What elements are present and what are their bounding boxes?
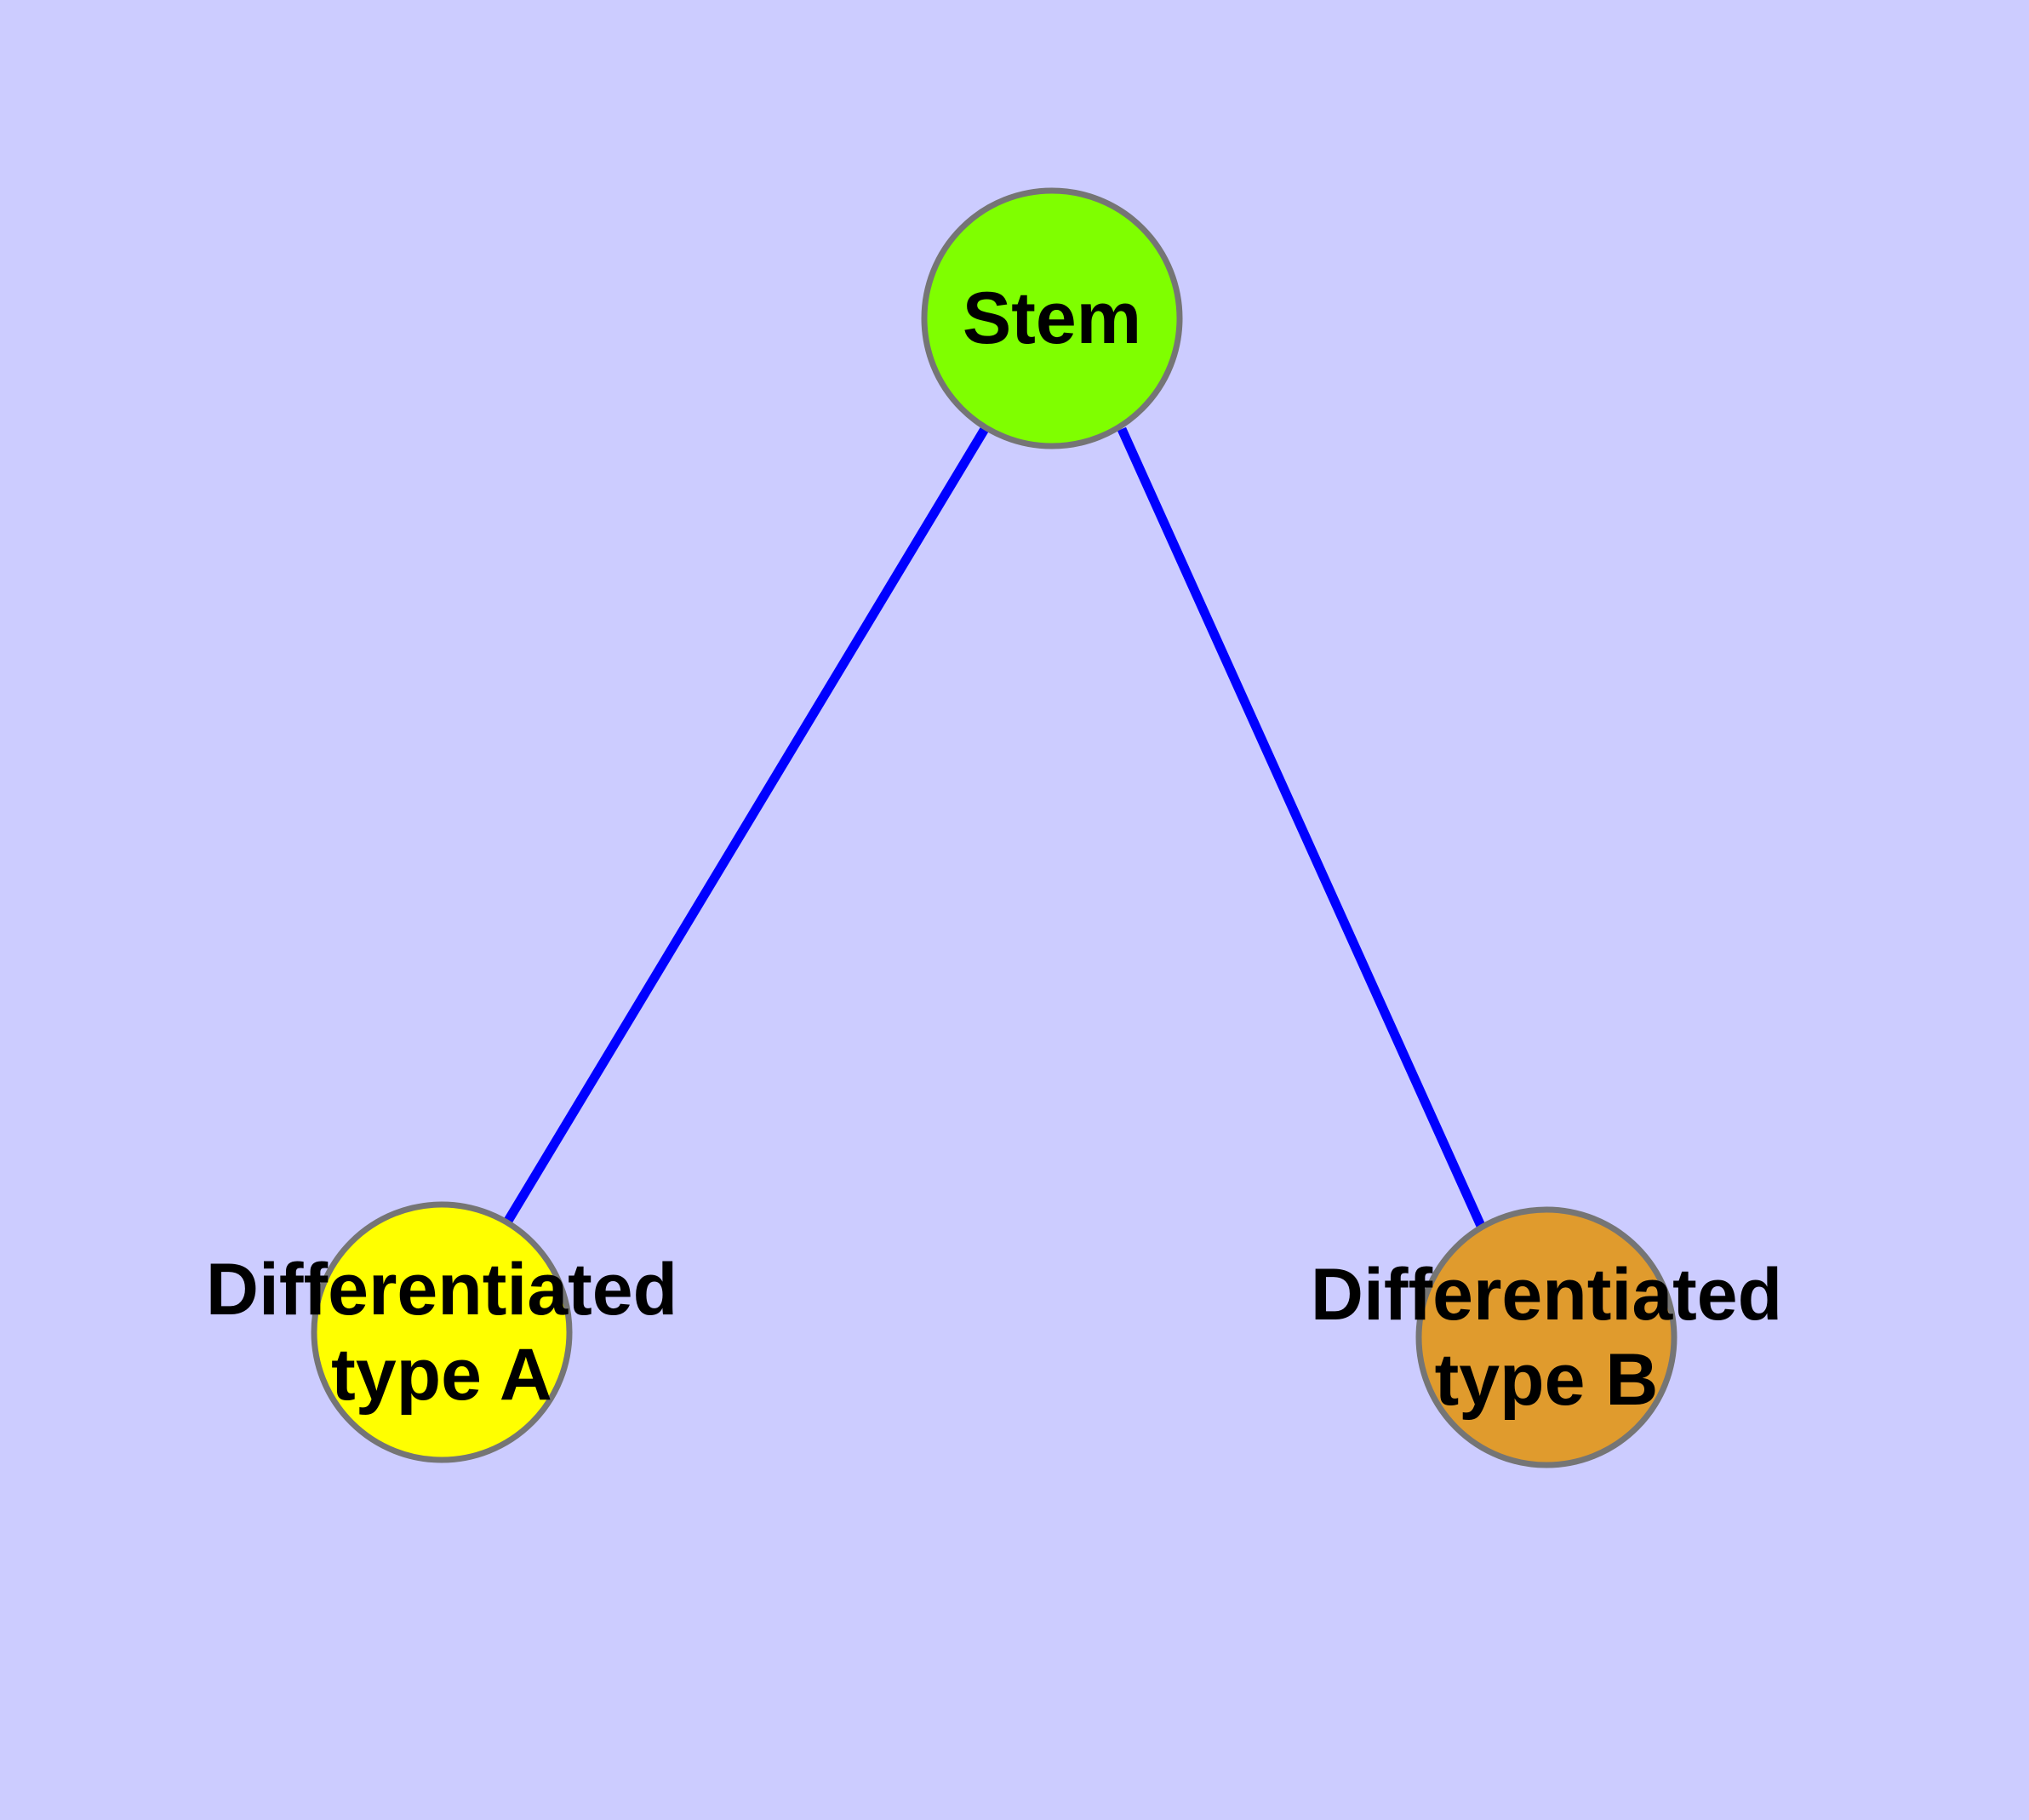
- node-stem[interactable]: [921, 187, 1183, 449]
- edge-stem-to-differentiated-type-b[interactable]: [1117, 426, 1486, 1228]
- edge-stem-to-differentiated-type-a[interactable]: [504, 426, 989, 1223]
- node-differentiated-type-a[interactable]: [311, 1201, 573, 1463]
- node-differentiated-type-b[interactable]: [1415, 1206, 1677, 1468]
- edge-layer: [504, 426, 1486, 1228]
- node-layer: [311, 187, 1677, 1468]
